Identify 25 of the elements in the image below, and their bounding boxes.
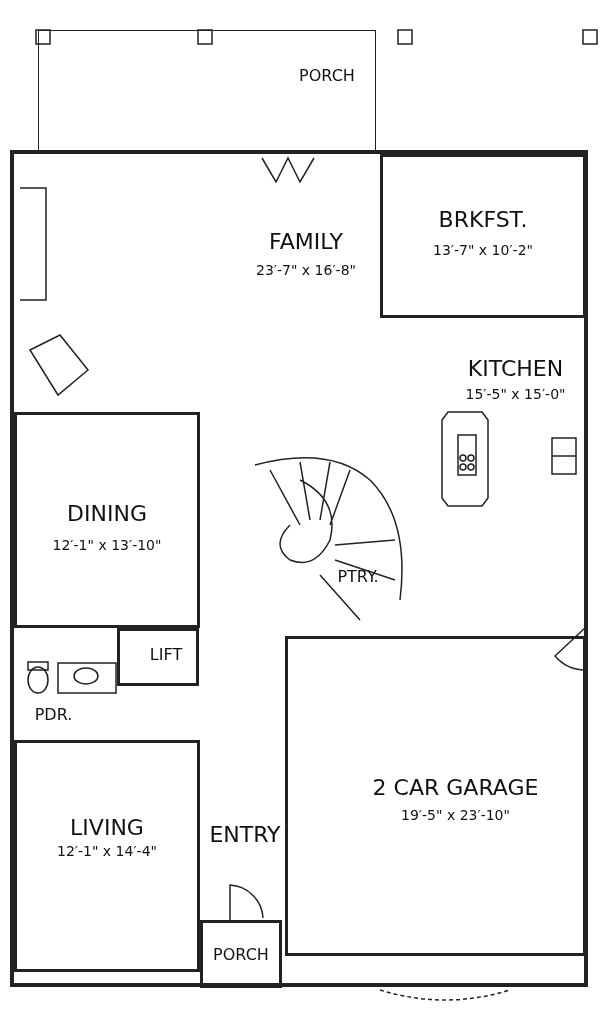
room-name: PDR.: [34, 705, 73, 724]
room: [200, 920, 282, 988]
room: [380, 154, 586, 318]
room-name: PORCH: [299, 66, 355, 85]
room-name: KITCHEN: [467, 356, 564, 381]
room-dimensions: 13′-7" x 10′-2": [433, 242, 533, 258]
room-dimensions: 12′-1" x 13′-10": [52, 537, 162, 553]
room-dimensions: 23′-7" x 16′-8": [256, 262, 356, 278]
room-name: LIVING: [70, 815, 144, 840]
room-name: 2 CAR GARAGE: [372, 775, 539, 800]
room-dimensions: 15′-5" x 15′-0": [465, 386, 566, 402]
room-dimensions: 12′-1" x 14′-4": [57, 843, 157, 859]
room: [117, 628, 199, 686]
room-name: PTRY.: [337, 567, 379, 586]
room: [14, 412, 200, 628]
room: [14, 740, 200, 972]
room-name: PORCH: [213, 945, 269, 964]
room-name: FAMILY: [269, 229, 343, 254]
room-name: DINING: [67, 501, 147, 526]
room-name: ENTRY: [209, 822, 281, 847]
room-name: LIFT: [149, 645, 183, 664]
room: [285, 636, 586, 956]
room: [38, 30, 376, 152]
room-dimensions: 19′-5" x 23′-10": [401, 807, 510, 823]
room-name: BRKFST.: [438, 207, 528, 232]
